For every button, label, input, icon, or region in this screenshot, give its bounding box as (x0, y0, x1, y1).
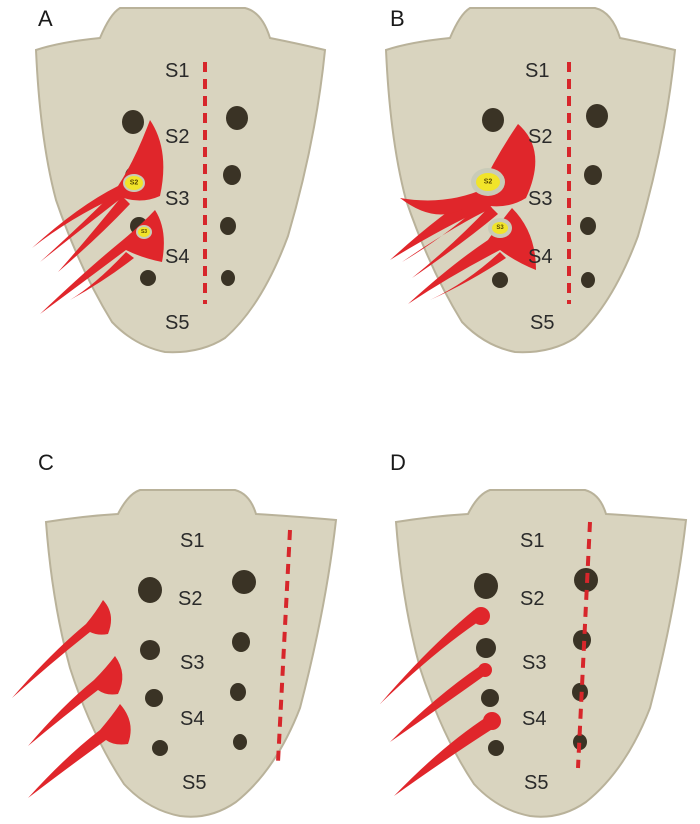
panel-letter: D (390, 450, 406, 476)
level-label-s1: S1 (520, 530, 544, 553)
level-label-s2: S2 (165, 126, 189, 149)
stub-label-s2: S2 (124, 180, 144, 187)
level-label-s2: S2 (178, 588, 202, 611)
level-label-s4: S4 (522, 708, 546, 731)
level-label-s1: S1 (165, 60, 189, 83)
stub-label-s2: S2 (478, 179, 498, 186)
level-label-s3: S3 (165, 188, 189, 211)
panel-b: B S1 S2 S3 S4 S5 S2 S3 (350, 0, 700, 412)
level-label-s2: S2 (520, 588, 544, 611)
level-label-s2: S2 (528, 126, 552, 149)
panel-d: D S1 S2 S3 S4 S5 (350, 412, 700, 824)
level-label-s1: S1 (525, 60, 549, 83)
stub-label-s3: S3 (134, 229, 154, 235)
level-label-s3: S3 (180, 652, 204, 675)
level-label-s5: S5 (182, 772, 206, 795)
panel-a: A S1 S2 S3 S4 S5 S2 S3 (0, 0, 350, 412)
panel-letter: C (38, 450, 54, 476)
level-label-s3: S3 (522, 652, 546, 675)
level-label-s4: S4 (180, 708, 204, 731)
level-label-s4: S4 (528, 246, 552, 269)
panel-letter: A (38, 6, 53, 32)
level-label-s5: S5 (530, 312, 554, 335)
panel-c: C S1 S2 S3 S4 S5 (0, 412, 350, 824)
level-label-s1: S1 (180, 530, 204, 553)
level-label-s5: S5 (524, 772, 548, 795)
level-label-s3: S3 (528, 188, 552, 211)
panel-letter: B (390, 6, 405, 32)
stub-label-s3: S3 (490, 225, 510, 231)
level-label-s4: S4 (165, 246, 189, 269)
level-label-s5: S5 (165, 312, 189, 335)
